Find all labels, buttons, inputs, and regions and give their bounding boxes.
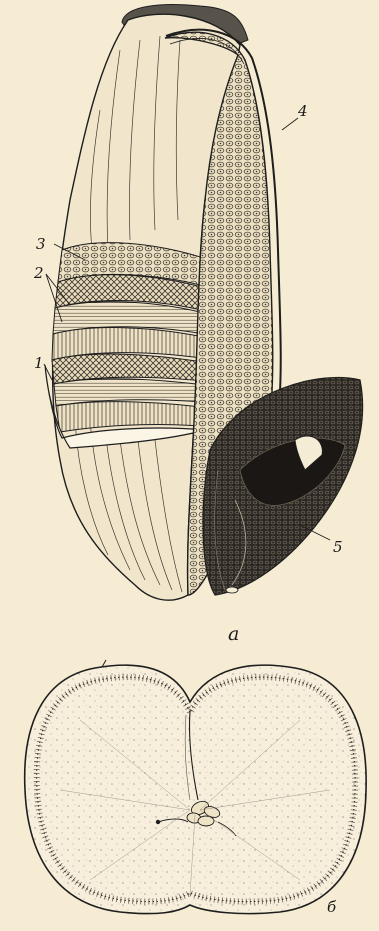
panel-label-a: a	[228, 623, 239, 645]
label-2: 2	[33, 264, 44, 282]
label-4: 4	[297, 102, 308, 120]
label-1: 1	[34, 354, 44, 372]
seed-cross-section	[25, 660, 366, 914]
grain-section	[44, 5, 363, 601]
label-5: 5	[333, 538, 343, 556]
panel-label-b: б	[327, 898, 337, 916]
label-3: 3	[36, 235, 46, 253]
